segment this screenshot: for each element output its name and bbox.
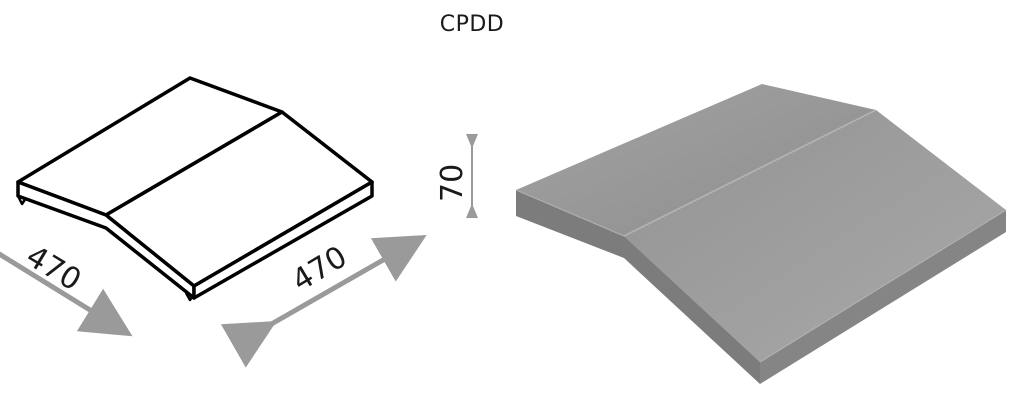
rendered-coping-stone — [515, 84, 1007, 384]
left-dimension: 470 — [0, 239, 133, 337]
render-side-left — [516, 190, 760, 384]
height-dimension-label: 70 — [435, 164, 470, 202]
right-dimension: 470 — [220, 235, 427, 368]
product-title: CPDD — [439, 12, 505, 37]
height-dimension: 70 — [435, 134, 478, 218]
render-top-front — [624, 110, 1006, 362]
render-top-back — [516, 84, 876, 236]
right-dimension-label: 470 — [286, 239, 353, 298]
render-side-right — [760, 210, 1006, 384]
